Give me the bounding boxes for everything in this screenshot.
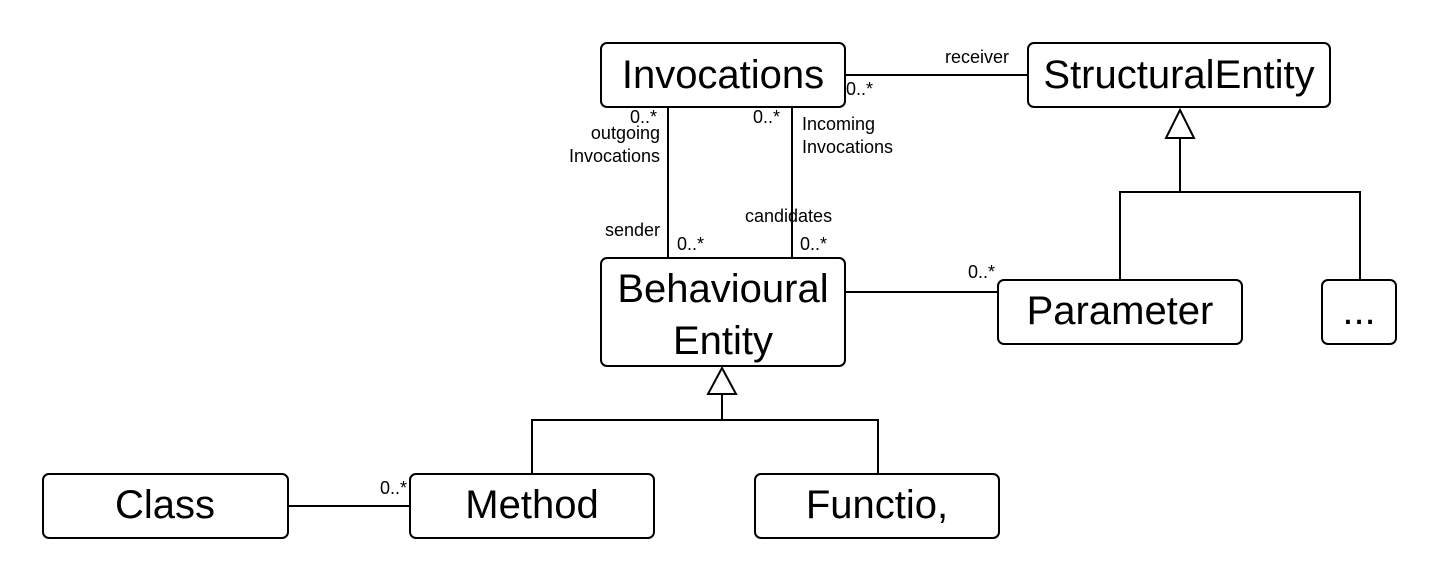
generalization-branches-behavioural <box>531 419 879 474</box>
box-behavioural-entity-label-line2: Entity <box>673 319 773 363</box>
candidates-multiplicity: 0..* <box>800 234 827 254</box>
generalization-branches-structural <box>1119 191 1361 280</box>
box-parameter-label: Parameter <box>1027 289 1214 333</box>
sender-multiplicity: 0..* <box>677 234 704 254</box>
box-function-label: Functio, <box>806 483 948 527</box>
box-class-label: Class <box>115 483 215 527</box>
method-multiplicity: 0..* <box>380 478 407 498</box>
box-invocations[interactable]: Invocations <box>600 42 846 108</box>
box-method[interactable]: Method <box>409 473 655 539</box>
box-function[interactable]: Functio, <box>754 473 1000 539</box>
parameter-multiplicity: 0..* <box>968 262 995 282</box>
receiver-role-label: receiver <box>945 47 1009 67</box>
incoming-role-label-line1: Incoming <box>802 114 875 134</box>
incoming-role-label-line2: Invocations <box>802 137 893 157</box>
outgoing-role-label-line2: Invocations <box>569 146 660 166</box>
box-behavioural-entity-label-line1: Behavioural <box>617 267 828 311</box>
box-class[interactable]: Class <box>42 473 289 539</box>
box-parameter[interactable]: Parameter <box>997 279 1243 345</box>
box-structural-entity[interactable]: StructuralEntity <box>1027 42 1331 108</box>
outgoing-multiplicity: 0..* <box>630 107 657 127</box>
sender-role-label: sender <box>605 220 660 240</box>
incoming-multiplicity: 0..* <box>753 107 780 127</box>
generalization-arrow-behavioural <box>706 365 738 395</box>
box-ellipsis-label: ... <box>1342 289 1375 333</box>
box-structural-entity-label: StructuralEntity <box>1043 53 1314 97</box>
candidates-role-label: candidates <box>745 206 832 226</box>
box-method-label: Method <box>465 483 598 527</box>
box-ellipsis[interactable]: ... <box>1321 279 1397 345</box>
box-behavioural-entity[interactable]: Behavioural Entity <box>600 257 846 367</box>
box-invocations-label: Invocations <box>622 53 824 97</box>
receiver-multiplicity: 0..* <box>846 79 873 99</box>
generalization-arrow-structural <box>1164 107 1196 139</box>
outgoing-role-label-line1: outgoing <box>591 123 660 143</box>
